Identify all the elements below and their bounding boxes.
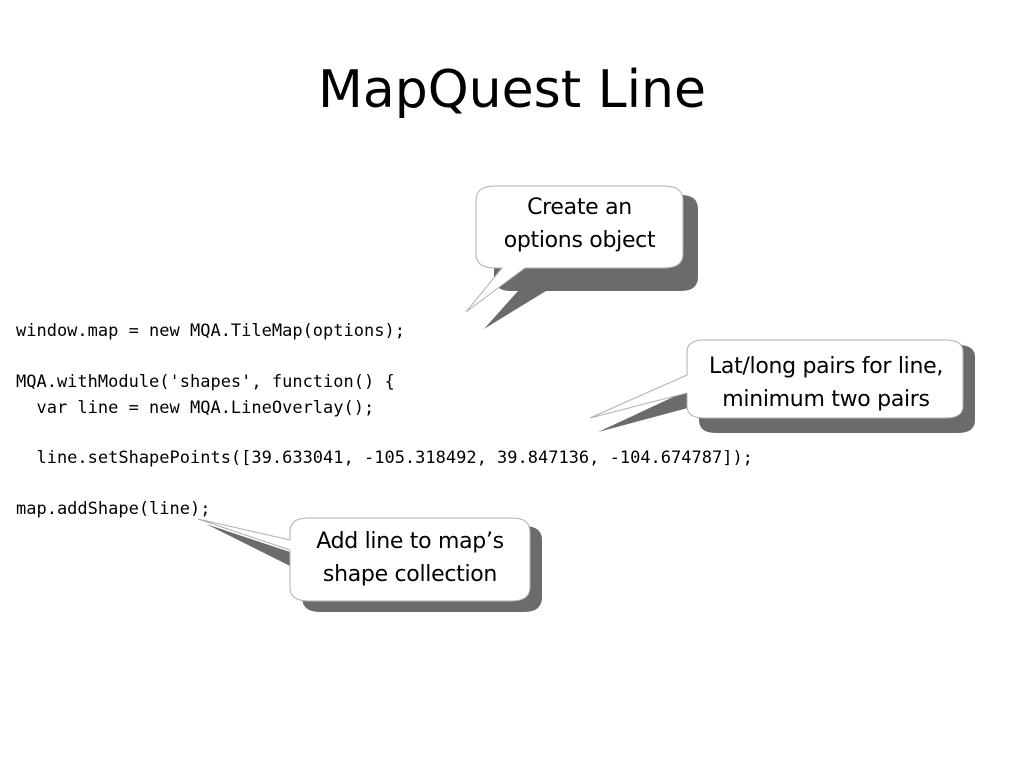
callout-latlong-bubble <box>589 339 975 433</box>
callout-addline-line2: shape collection <box>322 562 498 587</box>
callout-latlong-text: Lat/long pairs for line, minimum two pai… <box>690 350 962 416</box>
code-line: var line = new MQA.LineOverlay(); <box>16 398 375 418</box>
callout-latlong-line1: Lat/long pairs for line, <box>708 354 944 379</box>
callout-options-text: Create an options object <box>476 191 683 257</box>
callout-addline-line1: Add line to map’s <box>316 529 504 554</box>
callout-addline-text: Add line to map’s shape collection <box>292 525 528 591</box>
code-line: line.setShapePoints([39.633041, -105.318… <box>16 448 753 468</box>
callout-options-line1: Create an <box>527 195 632 220</box>
callout-latlong-line2: minimum two pairs <box>722 387 930 412</box>
code-line: map.addShape(line); <box>16 499 211 519</box>
callout-addline-bubble <box>197 517 542 612</box>
code-line: window.map = new MQA.TileMap(options); <box>16 321 405 341</box>
slide-title: MapQuest Line <box>318 60 706 120</box>
callout-options-line2: options object <box>503 228 656 253</box>
code-line: MQA.withModule('shapes', function() { <box>16 372 395 392</box>
callout-options-bubble <box>465 185 698 329</box>
